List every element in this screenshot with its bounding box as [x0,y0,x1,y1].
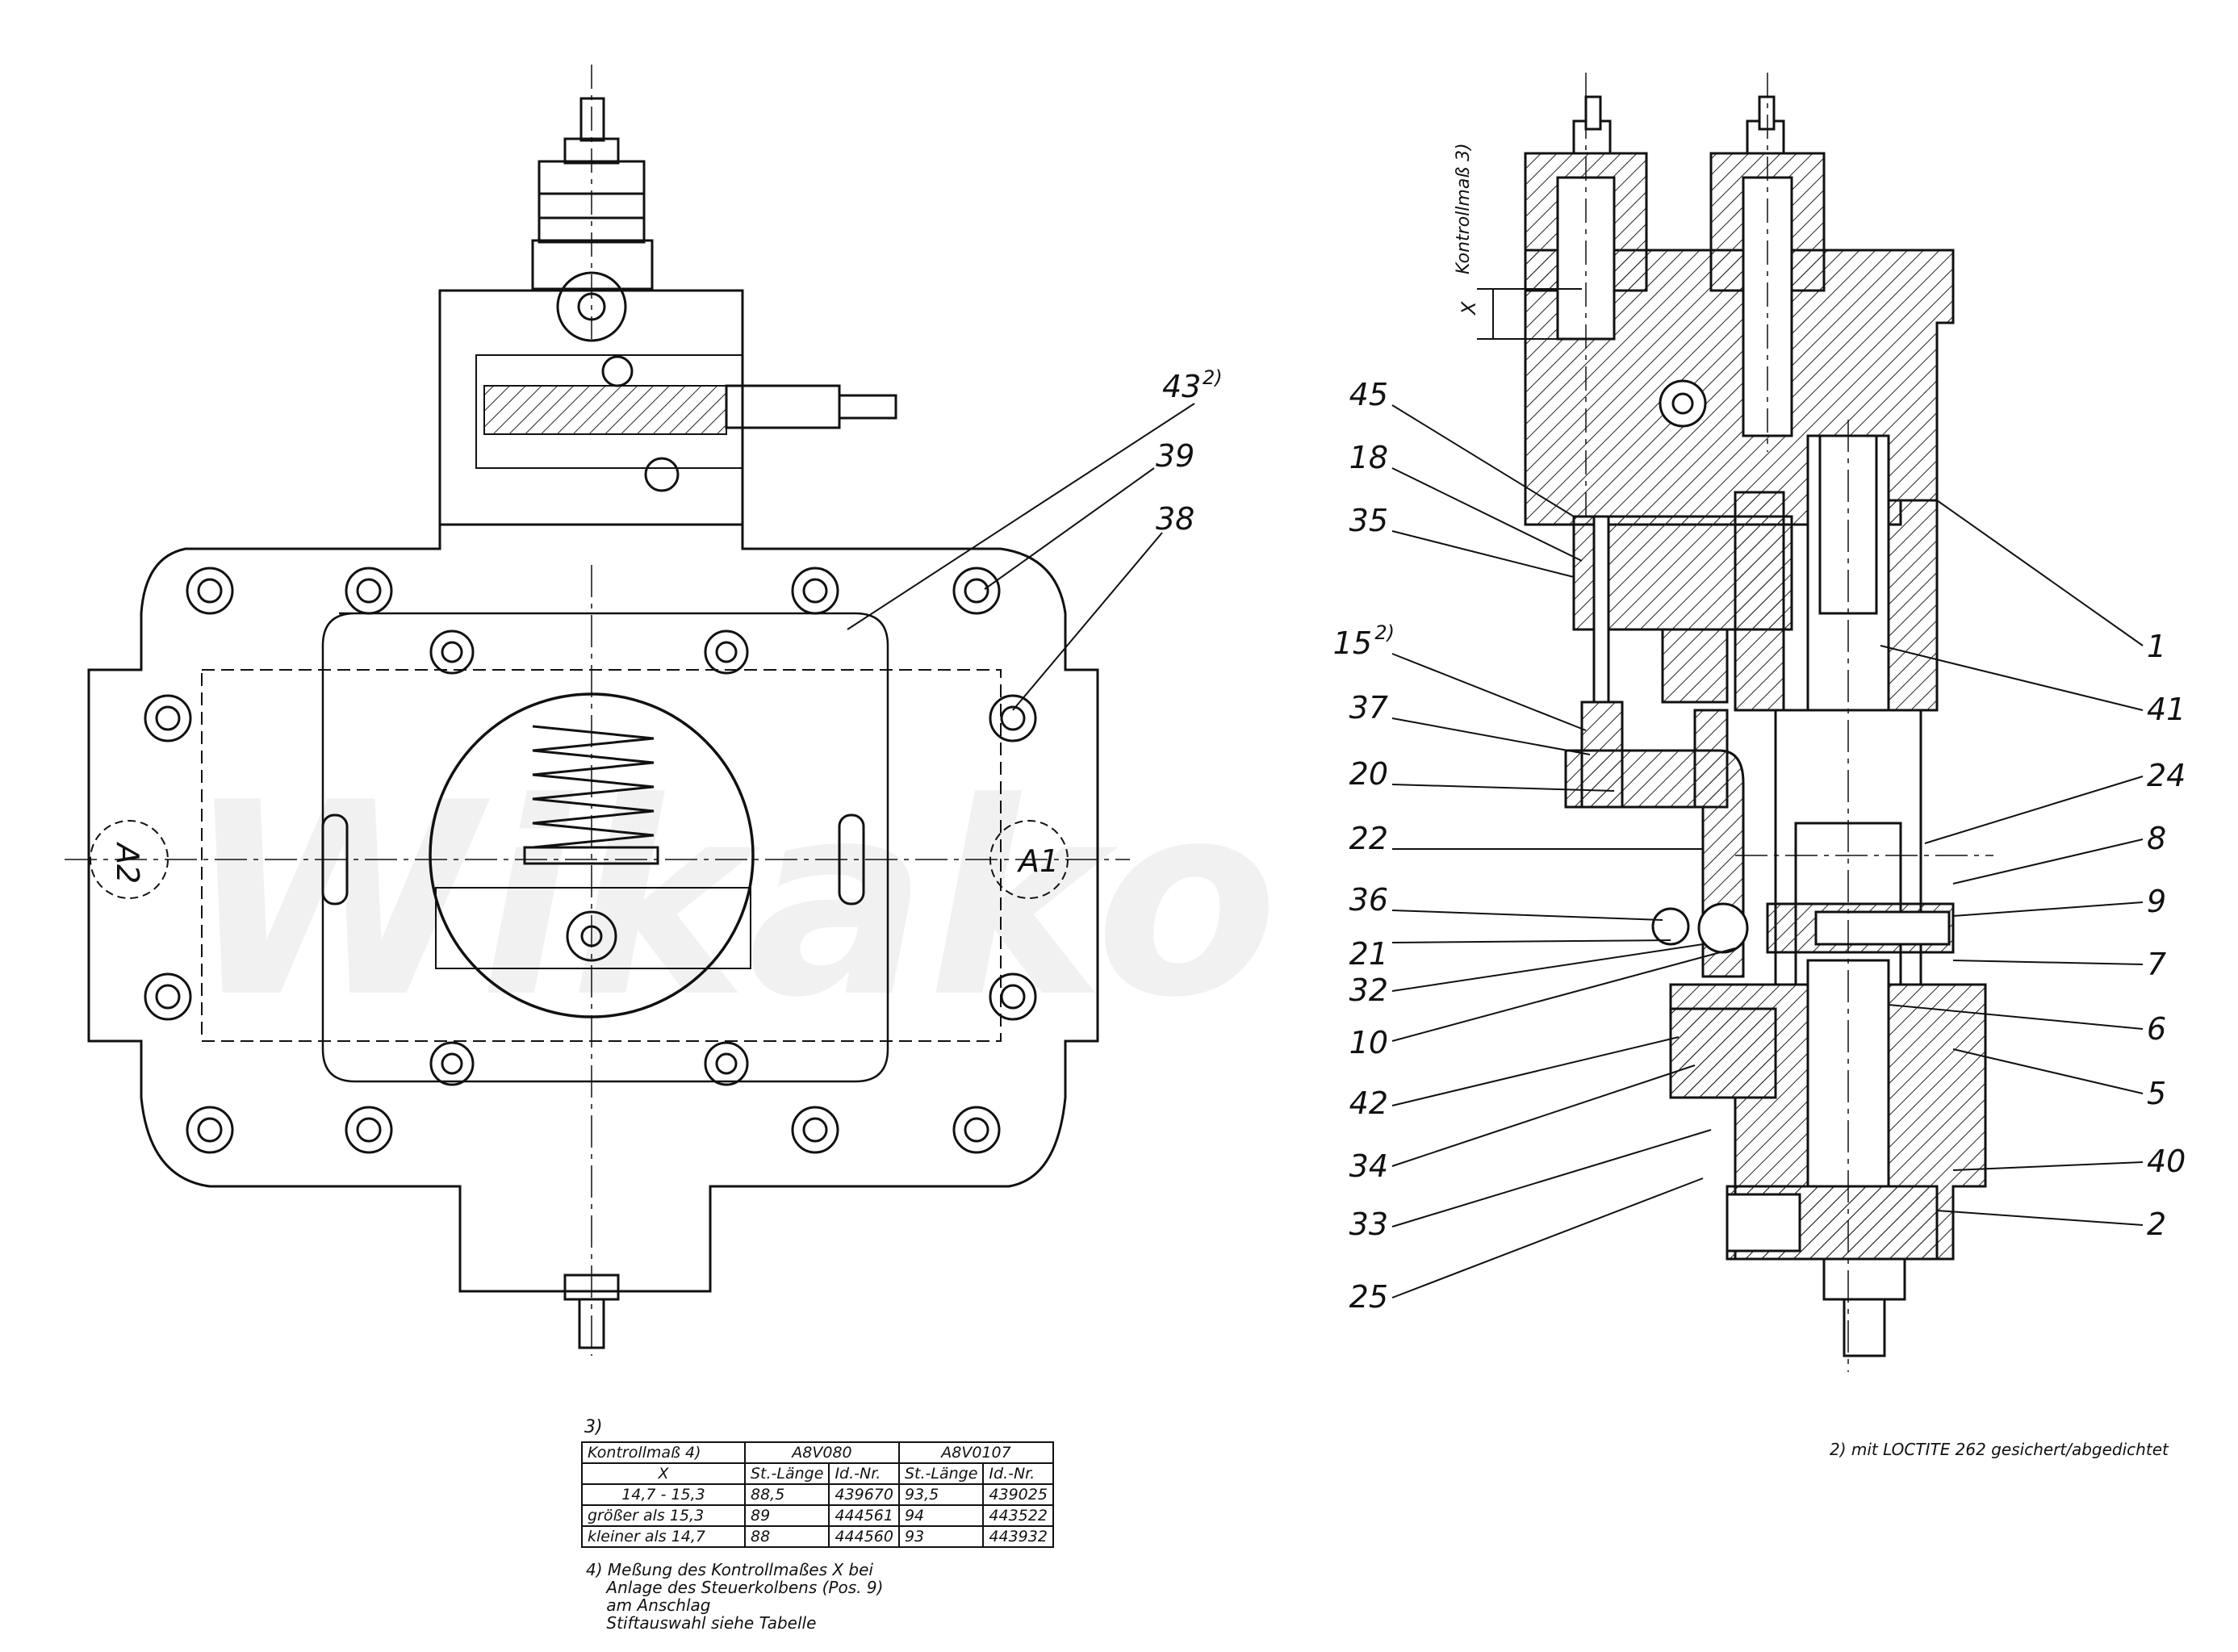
callout-33: 33 [1349,1207,1388,1242]
callout-34: 34 [1349,1148,1388,1184]
callout-39: 39 [1156,438,1194,474]
dimension-x [1477,288,1582,340]
callout-24: 24 [2147,758,2186,793]
left-leaders [847,403,1195,711]
footnote-2: 2) mit LOCTITE 262 gesichert/abgedichtet [1830,1440,2169,1459]
callout-6: 6 [2147,1011,2166,1047]
callout-10: 10 [1349,1025,1388,1060]
callout-15: 15 [1333,625,1372,661]
table-header-row: Kontrollmaß 4) A8V080 A8V0107 [581,1441,1054,1464]
table-header-cell: St.-Länge [743,1462,830,1485]
callout-45: 45 [1349,377,1388,412]
table-cell: 93 [897,1525,985,1548]
callout-1: 1 [2147,629,2166,664]
table-cell: 439670 [828,1483,900,1506]
table-cell: 93,5 [897,1483,985,1506]
watermark: Wikako [186,746,1278,1056]
callout-18: 18 [1349,440,1388,475]
callout-21: 21 [1349,936,1388,972]
callout-43: 43 [1162,369,1201,404]
table-header-cell: A8V0107 [897,1441,1054,1464]
callout-42: 42 [1349,1085,1388,1121]
callout-38: 38 [1156,501,1194,537]
callout-8: 8 [2147,821,2166,856]
table-header-cell: Id.-Nr. [828,1462,900,1485]
table-cell: 94 [897,1504,985,1527]
callout-25: 25 [1349,1279,1388,1315]
table-cell: 88,5 [743,1483,830,1506]
table-cell: größer als 15,3 [581,1504,746,1527]
callout-5: 5 [2147,1076,2166,1111]
front-view [65,65,1130,1356]
table-cell: 89 [743,1504,830,1527]
table-header-cell: Id.-Nr. [982,1462,1054,1485]
table-cell: kleiner als 14,7 [581,1525,746,1548]
callout-2: 2 [2147,1207,2166,1242]
table-header-cell: Kontrollmaß 4) [581,1441,746,1464]
right-callouts-right: 1 41 24 8 9 7 6 5 40 2 [2147,629,2186,1242]
table-header-cell: X [581,1462,746,1485]
footnote-3-marker: 3) [584,1417,603,1437]
footnote-4: 4) Meßung des Kontrollmaßes X bei Anlage… [586,1560,884,1633]
table-cell: 443522 [982,1504,1054,1527]
table-header-row: X St.-Länge Id.-Nr. St.-Länge Id.-Nr. [581,1462,1054,1485]
table-cell: 88 [743,1525,830,1548]
callout-41: 41 [2147,692,2186,727]
table-row: kleiner als 14,7 88 444560 93 443932 [581,1525,1054,1548]
right-callouts-left: 45 18 35 15 2) 37 20 22 36 21 32 10 42 3… [1333,377,1395,1315]
table-cell: 439025 [982,1483,1054,1506]
table-header-cell: St.-Länge [897,1462,985,1485]
callout-37: 37 [1349,690,1388,726]
callout-7: 7 [2147,947,2166,982]
callout-15-footnote-marker: 2) [1374,621,1395,644]
callout-9: 9 [2147,884,2166,919]
dimension-x-caption: Kontrollmaß 3) [1454,143,1474,274]
callout-20: 20 [1349,756,1388,792]
table-row: größer als 15,3 89 444561 94 443522 [581,1504,1054,1527]
callout-22: 22 [1349,821,1388,856]
callout-35: 35 [1349,503,1388,538]
section-label-a1: A1 [1016,843,1059,879]
left-callouts: 43 2) 39 38 [1156,366,1223,537]
table-header-cell: A8V080 [744,1441,900,1464]
right-leaders [1391,404,2144,1299]
section-view [1524,73,1993,1372]
callout-43-footnote-marker: 2) [1203,366,1223,389]
table-row: 14,7 - 15,3 88,5 439670 93,5 439025 [581,1483,1054,1506]
table-cell: 444560 [828,1525,900,1548]
table-cell: 14,7 - 15,3 [581,1483,746,1506]
callout-32: 32 [1349,972,1388,1008]
dimension-x-label: X [1458,301,1480,316]
control-dimension-table: Kontrollmaß 4) A8V080 A8V0107 X St.-Läng… [581,1441,1054,1548]
section-label-a2: A2 [110,841,145,884]
callout-36: 36 [1349,882,1388,918]
table-cell: 444561 [828,1504,900,1527]
table-cell: 443932 [982,1525,1054,1548]
callout-40: 40 [2147,1144,2186,1179]
